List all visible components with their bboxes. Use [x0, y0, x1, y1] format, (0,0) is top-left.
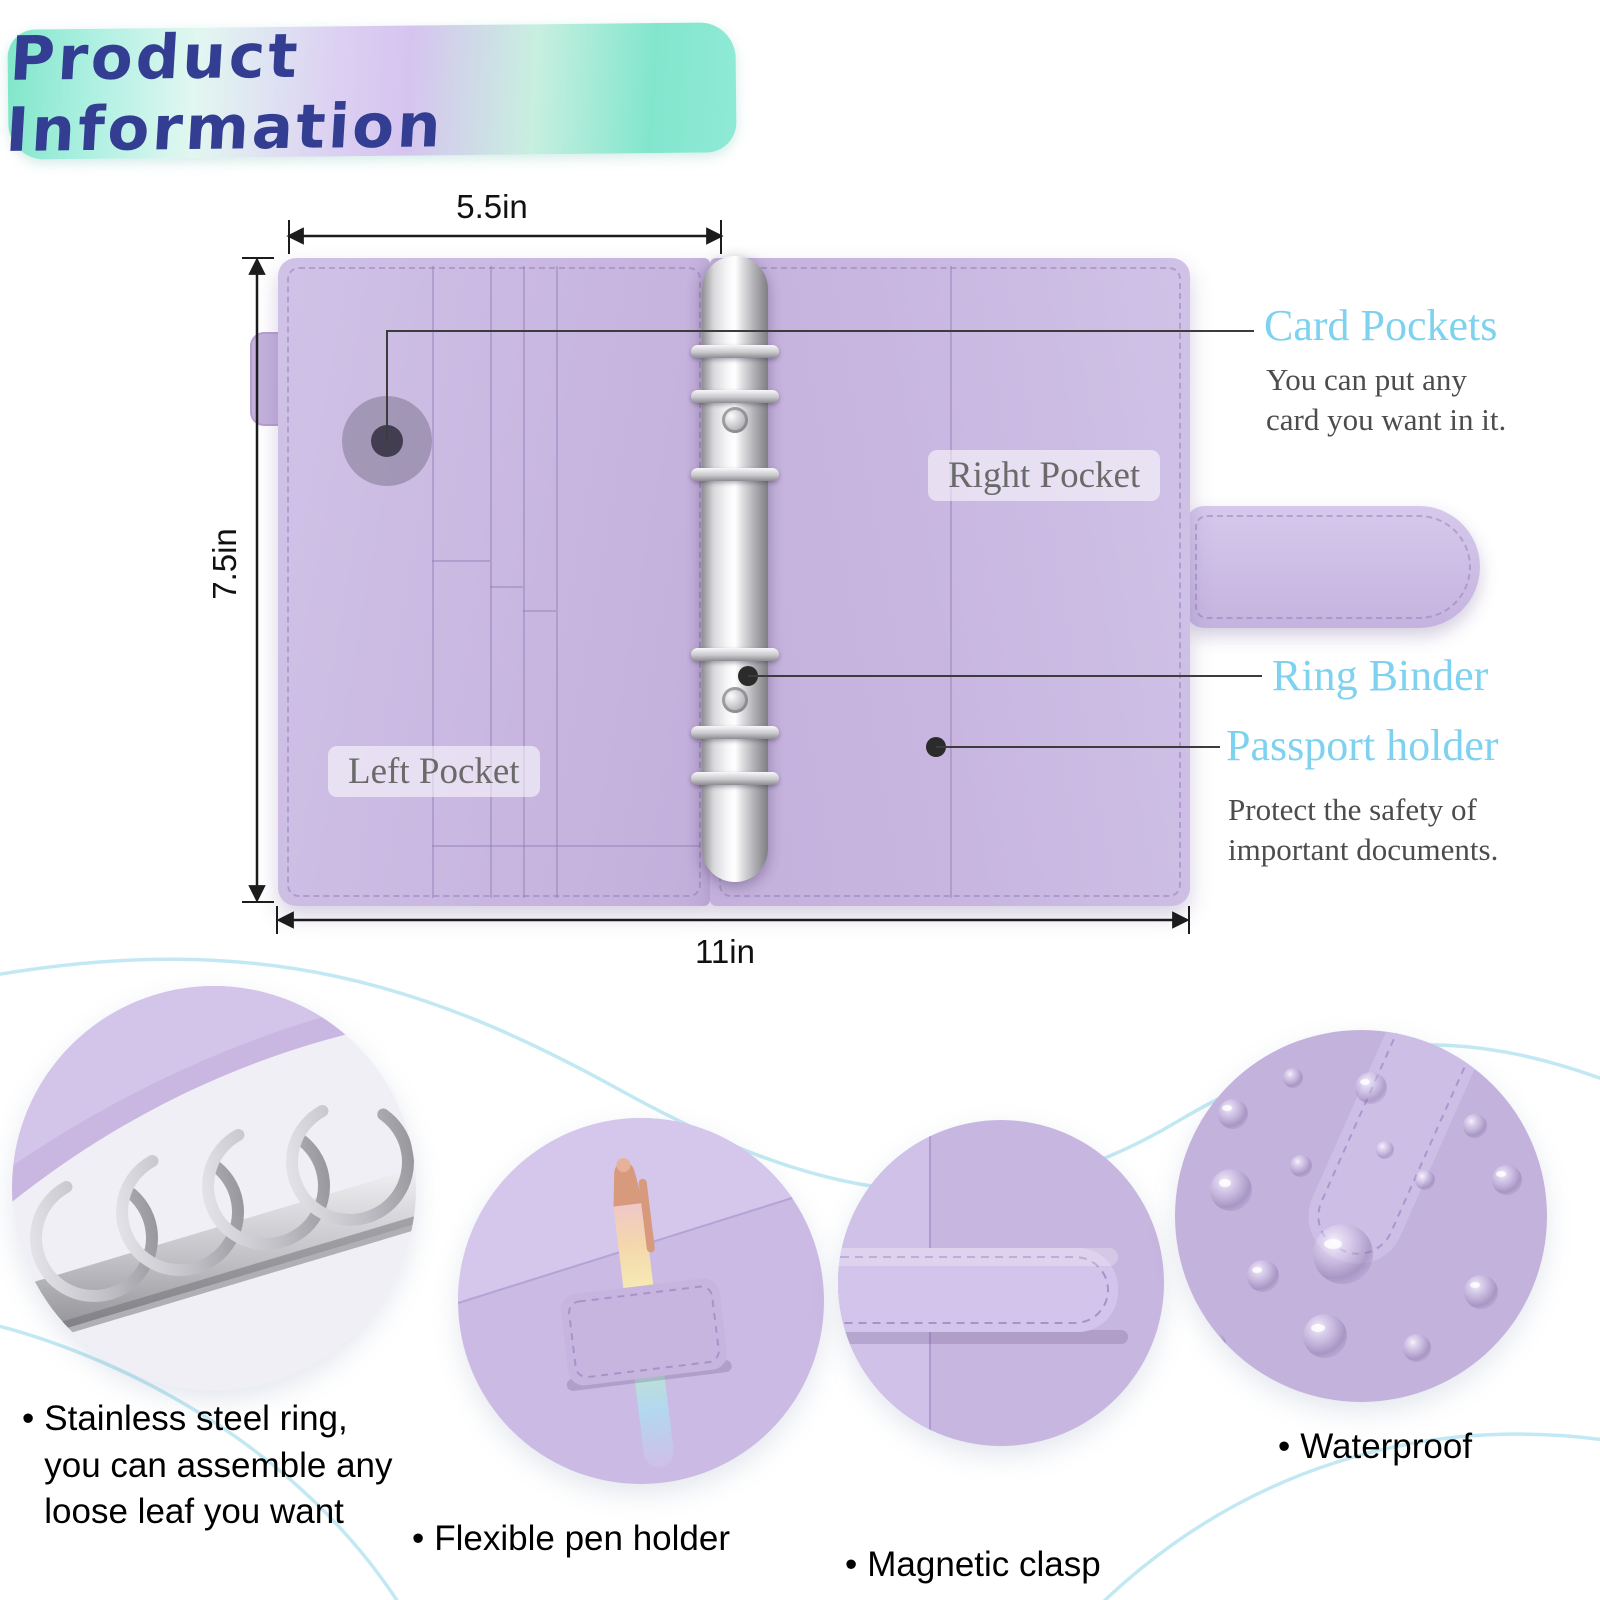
binder-right-cover [710, 258, 1190, 906]
pen-holder-closeup [458, 1118, 824, 1484]
card-slot-opening [432, 560, 490, 562]
mechanism-screw [722, 407, 748, 433]
dimension-bottom-width: 11in [695, 933, 755, 970]
binder-ring [691, 390, 779, 403]
feature-waterproof-text: Waterproof [1300, 1427, 1473, 1466]
binder-clasp-strap [1186, 506, 1480, 628]
droplet-highlights [1219, 1079, 1506, 1332]
feature-pen-holder: • Flexible pen holder [412, 1516, 730, 1563]
left-pocket-label: Left Pocket [328, 746, 540, 797]
detail-circle-magnetic-clasp [838, 1120, 1164, 1446]
binder-ring [691, 648, 779, 661]
right-pocket-seam [950, 266, 952, 898]
water-droplets [1204, 1068, 1523, 1362]
pocket-seam [432, 845, 700, 847]
feature-pen-holder-text: Flexible pen holder [434, 1519, 731, 1558]
binder-left-cover [278, 258, 710, 906]
callout-passport-holder-desc: Protect the safety of important document… [1228, 792, 1499, 867]
card-slot-seam [432, 266, 434, 898]
detail-circle-steel-rings [12, 986, 416, 1390]
page-title: Product Information [3, 20, 446, 166]
feature-magnetic-clasp-text: Magnetic clasp [867, 1545, 1101, 1584]
pen-and-loop [560, 1158, 732, 1467]
pen-clip [638, 1178, 655, 1253]
callout-ring-binder-title: Ring Binder [1272, 651, 1489, 700]
dimension-top-width: 5.5in [456, 188, 528, 225]
bullet: • [1278, 1427, 1291, 1466]
waterproof-closeup [1175, 1030, 1547, 1402]
steel-rings-closeup [12, 986, 416, 1390]
callout-passport-holder-title: Passport holder [1226, 721, 1499, 770]
feature-steel-ring: • Stainless steel ring, you can assemble… [22, 1396, 422, 1536]
right-pocket-label: Right Pocket [928, 450, 1161, 501]
card-slot-seam [490, 266, 492, 898]
clasp-stitching [1195, 515, 1471, 619]
bullet: • [412, 1519, 425, 1558]
ring-mechanism [691, 256, 779, 882]
callout-card-pockets-desc: You can put any card you want in it. [1266, 362, 1507, 437]
binder-ring [691, 468, 779, 481]
binder-ring [691, 772, 779, 785]
binder-ring [691, 726, 779, 739]
elastic-pen-loop [560, 1278, 728, 1386]
card-slot-seam [556, 266, 558, 898]
callout-card-pockets-title: Card Pockets [1264, 301, 1498, 350]
title-banner: Product Information [4, 21, 737, 166]
detail-circle-pen-holder [458, 1118, 824, 1484]
bullet: • [845, 1545, 858, 1584]
left-cover-stitching [287, 267, 701, 897]
detail-circle-waterproof [1175, 1030, 1547, 1402]
card-slot-seam [523, 266, 525, 898]
card-slot-opening [490, 586, 523, 588]
card-slot-opening [523, 610, 556, 612]
open-rings [30, 1098, 414, 1302]
feature-magnetic-clasp: • Magnetic clasp [845, 1542, 1101, 1589]
dimension-left-height: 7.5in [206, 528, 243, 600]
bullet: • [22, 1399, 35, 1438]
clasp-strap [838, 1248, 1118, 1332]
pen-tip [613, 1162, 644, 1207]
mechanism-screw [722, 687, 748, 713]
feature-waterproof: • Waterproof [1278, 1424, 1472, 1471]
binder-ring [691, 345, 779, 358]
feature-steel-ring-text: Stainless steel ring, you can assemble a… [44, 1399, 393, 1532]
magnetic-clasp-closeup [838, 1120, 1164, 1446]
